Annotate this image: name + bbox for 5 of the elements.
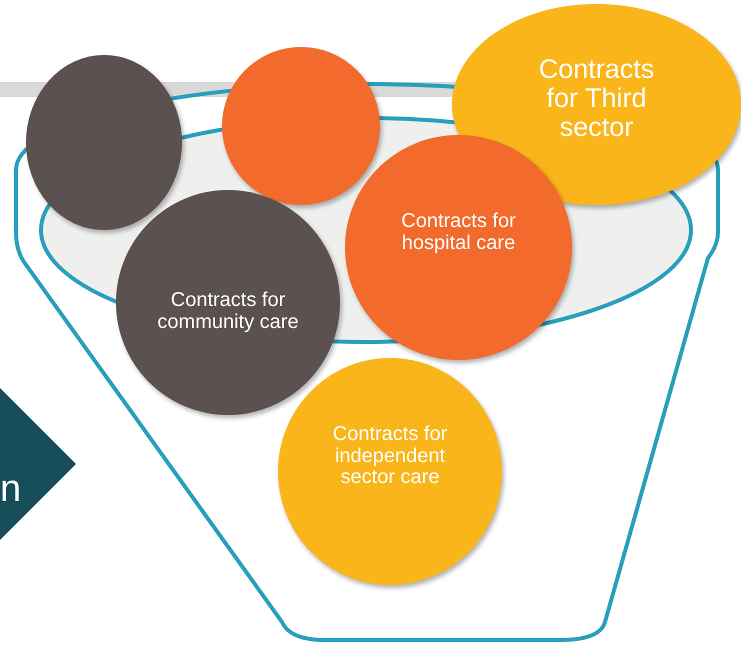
node-label: Contracts for Third sector [538,54,656,142]
text-fragment: n [0,470,22,508]
node-label: Contracts for hospital care [400,210,517,254]
node-label: Contracts for independent sector care [332,424,448,489]
node-label: Contracts for community care [156,290,300,334]
